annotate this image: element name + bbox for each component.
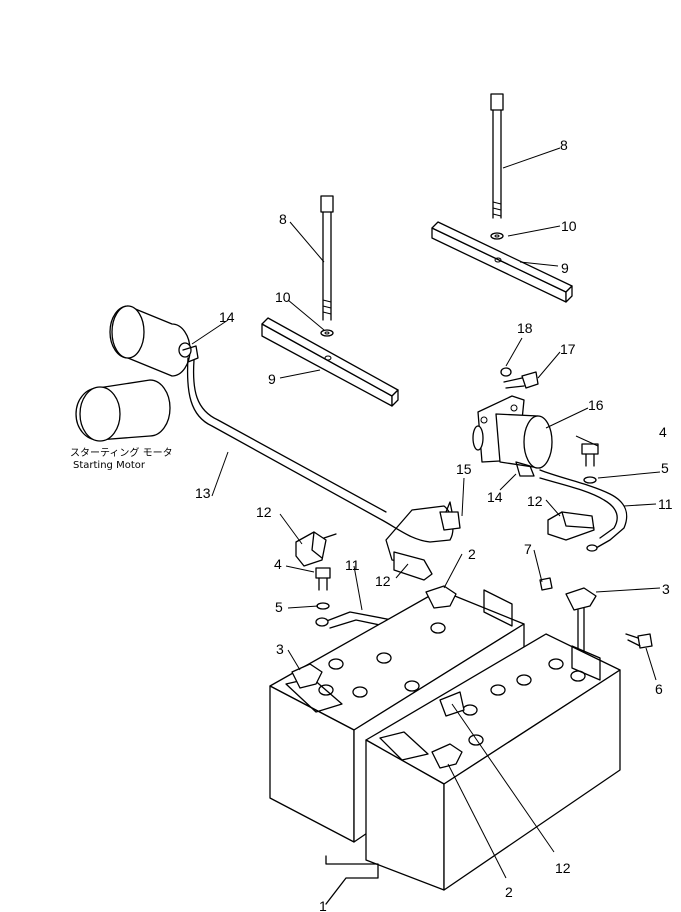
callout-7: 7 [524,541,532,557]
motor-caption-en: Starting Motor [73,460,146,471]
cable-cap-12-mid [393,551,433,581]
bracket-9-right [431,221,573,303]
callout-15: 15 [456,461,472,477]
cable-13 [186,357,454,565]
callout-labels: 8 8 10 10 9 9 14 13 18 17 16 15 14 4 5 1… [195,137,673,912]
callout-8-right: 8 [560,137,568,153]
callout-16: 16 [588,397,604,413]
callout-13: 13 [195,485,211,501]
stud-bolt-8-left [320,195,334,337]
callout-11-right: 11 [658,496,673,512]
callout-1: 1 [319,898,327,912]
terminal-3-right [565,587,597,665]
callout-9-right: 9 [561,260,569,276]
terminal-2-top [425,585,457,609]
clamp-15 [439,501,461,531]
nut-7 [539,577,553,591]
bolt-4-left [315,567,331,591]
callout-18: 18 [517,320,533,336]
callout-8-left: 8 [279,211,287,227]
cable-11-right [539,469,628,549]
callout-3-left: 3 [276,641,284,657]
callout-10-right: 10 [561,218,577,234]
callout-14-top: 14 [219,309,235,325]
callout-12-lower: 12 [555,860,571,876]
motor-caption-jp: スターティング モータ [70,446,173,459]
cable-cap-12-left [295,531,337,567]
callout-17: 17 [560,341,576,357]
battery-1-right [365,633,621,891]
callout-12-mid: 12 [375,573,391,589]
callout-5-left: 5 [275,599,283,615]
callout-6: 6 [655,681,663,697]
callout-14-mid: 14 [487,489,503,505]
callout-4-left: 4 [274,556,282,572]
bolt-6 [625,633,653,649]
bolt-4-right [581,443,599,467]
callout-2-bottom: 2 [505,884,513,900]
callout-5-right: 5 [661,460,669,476]
callout-3-right: 3 [662,581,670,597]
cable-cap-12-right [547,511,595,541]
callout-12-right: 12 [527,493,543,509]
washer-5-left [316,602,330,610]
washer-5-right [583,476,597,484]
callout-4-right: 4 [659,424,667,440]
washer-18 [500,367,512,377]
leader-lines [191,147,661,879]
callout-10-left: 10 [275,289,291,305]
callout-11-left: 11 [345,557,360,573]
bolt-17 [503,371,539,389]
callout-12-upper-left: 12 [256,504,272,520]
stud-bolt-8-right [490,93,504,240]
callout-9-left: 9 [268,371,276,387]
battery-relay-16 [472,395,553,477]
callout-2-top: 2 [468,546,476,562]
terminal-2-bottom [431,743,463,769]
starting-motor [75,305,199,442]
bracket-9-left [261,317,399,407]
